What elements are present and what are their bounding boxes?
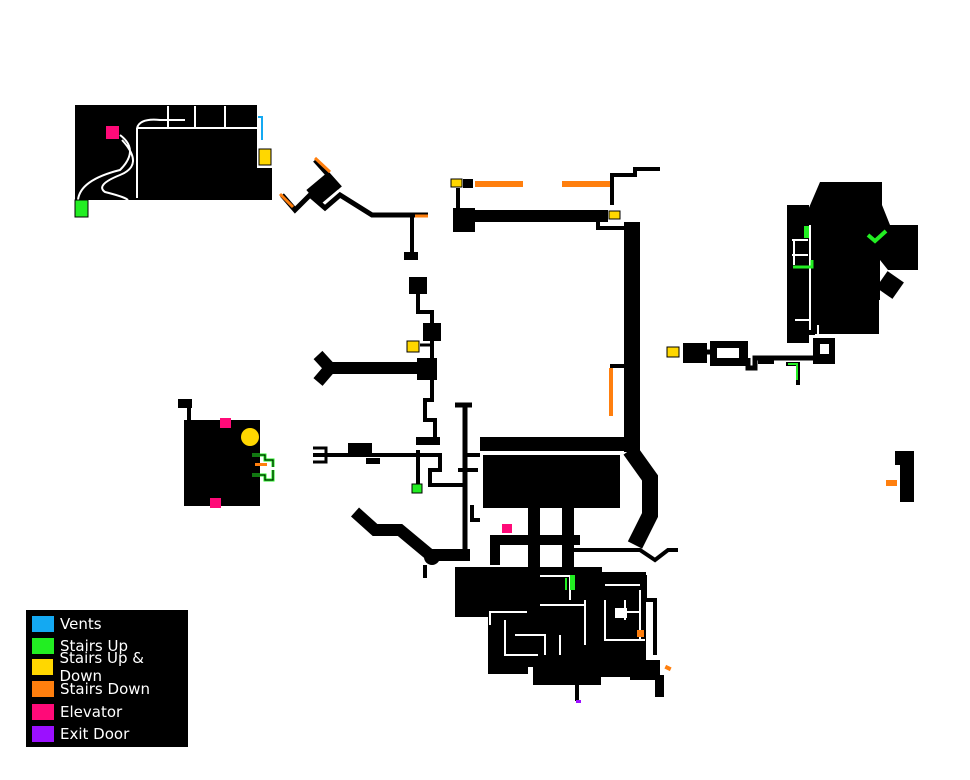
legend-item-stairs-up: Stairs Up — [32, 636, 128, 656]
stairs-up-marker — [74, 199, 89, 218]
legend-label: Vents — [60, 615, 102, 633]
stairs-up-down-marker — [406, 340, 420, 353]
stairs-up-down-marker — [450, 178, 463, 188]
elevator-marker — [106, 126, 119, 139]
stairs-up-marker — [411, 483, 423, 494]
building-south — [455, 567, 672, 703]
legend-label: Stairs Down — [60, 680, 151, 698]
legend-item-elevator: Elevator — [32, 702, 122, 722]
corridor-central-vertical — [313, 277, 480, 578]
stairs-up-down-swatch — [32, 659, 54, 675]
stairs-up-marker — [565, 578, 567, 590]
stairs-down-marker — [886, 480, 897, 486]
legend-label: Exit Door — [60, 725, 130, 743]
stairs-up-swatch — [32, 638, 54, 654]
legend-item-exit-door: Exit Door — [32, 724, 129, 744]
stairs-up-down-marker — [608, 210, 621, 220]
building-east — [666, 182, 918, 385]
map-legend: Vents Stairs Up Stairs Up & Down Stairs … — [26, 610, 188, 747]
central-hub — [480, 437, 678, 568]
building-northwest — [74, 105, 272, 218]
legend-label: Stairs Up & Down — [59, 649, 144, 685]
corridor-east-shaft — [609, 222, 658, 549]
elevator-marker — [210, 498, 221, 508]
elevator-marker — [502, 524, 512, 533]
stairs-up-down-marker — [241, 428, 259, 446]
corridor-north — [450, 167, 660, 232]
elevator-marker — [220, 418, 231, 428]
vent-marker — [258, 116, 263, 140]
stairs-down-marker — [664, 664, 672, 672]
stairs-up-marker — [804, 226, 809, 238]
stairs-up-down-marker — [666, 346, 680, 358]
legend-label: Stairs Up — [60, 637, 129, 655]
objective-checkmark — [866, 229, 888, 244]
elevator-swatch — [32, 704, 54, 720]
vents-swatch — [32, 616, 54, 632]
legend-label: Elevator — [60, 703, 123, 721]
exit-door-swatch — [32, 726, 54, 742]
stairs-up-down-marker — [258, 148, 272, 166]
stairs-up-marker — [570, 575, 575, 590]
building-west — [178, 399, 275, 508]
stairs-up-marker — [793, 260, 814, 269]
legend-item-stairs-down: Stairs Down — [32, 679, 150, 699]
legend-item-stairs-up-down: Stairs Up & Down — [32, 649, 188, 685]
corridor-upper-left — [278, 156, 428, 260]
stairs-down-swatch — [32, 681, 54, 697]
far-east-structure — [886, 451, 914, 502]
legend-item-vents: Vents — [32, 614, 102, 634]
stairs-down-marker — [637, 630, 644, 637]
exit-door-marker — [576, 700, 581, 703]
